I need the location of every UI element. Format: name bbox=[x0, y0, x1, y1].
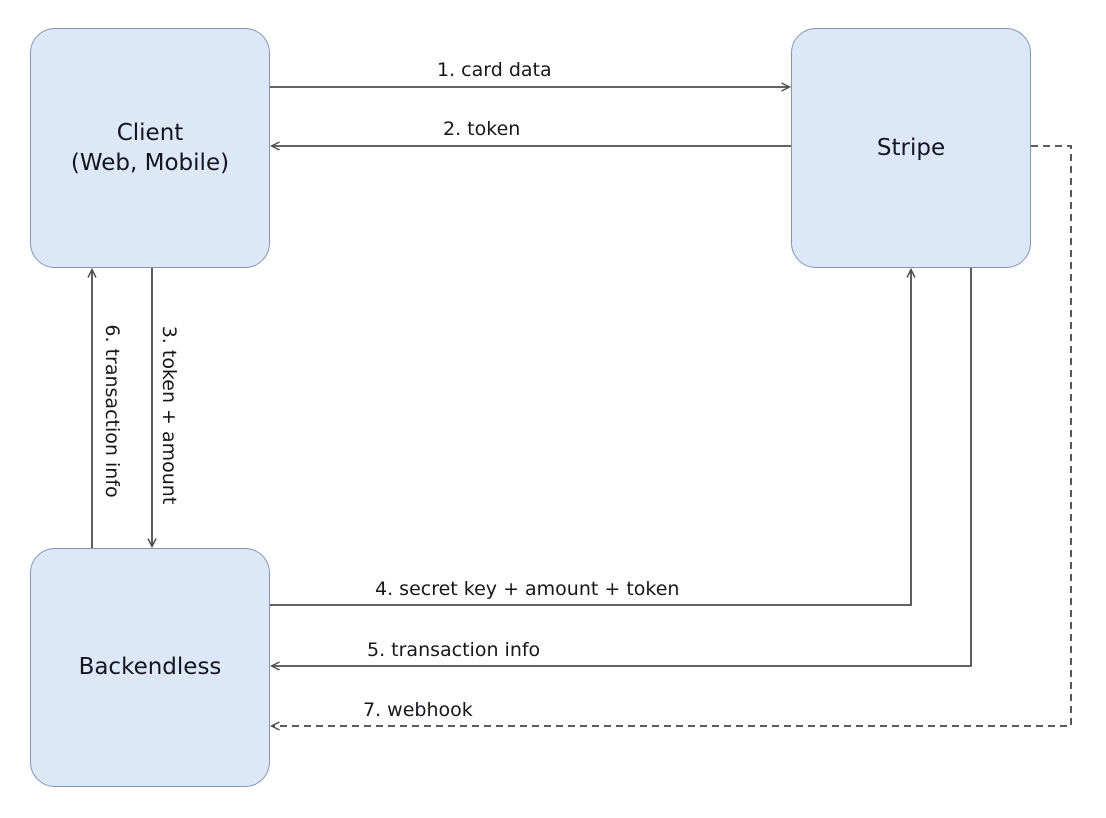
node-client: Client (Web, Mobile) bbox=[30, 28, 270, 268]
edge-label-7-webhook: 7. webhook bbox=[363, 699, 473, 721]
node-stripe: Stripe bbox=[791, 28, 1031, 268]
edge-4-secret-key-amount-token bbox=[270, 267, 916, 606]
edge-7-webhook bbox=[269, 145, 1072, 731]
edge-label-6-transaction-info: 6. transaction info bbox=[101, 324, 123, 498]
node-stripe-label: Stripe bbox=[876, 134, 946, 161]
node-backendless: Backendless bbox=[30, 548, 270, 787]
node-client-label-line1: Client bbox=[116, 119, 184, 146]
edge-label-1-card-data: 1. card data bbox=[437, 59, 552, 81]
edge-label-3-token-amount: 3. token + amount bbox=[158, 325, 180, 505]
edge-label-4-secret-key-amount-token: 4. secret key + amount + token bbox=[375, 578, 680, 600]
edge-label-5-transaction-info: 5. transaction info bbox=[367, 639, 541, 661]
edge-label-2-token: 2. token bbox=[443, 118, 521, 140]
node-backendless-label: Backendless bbox=[78, 654, 222, 681]
node-client-label-line2: (Web, Mobile) bbox=[70, 150, 230, 176]
edge-5-transaction-info bbox=[269, 268, 972, 671]
